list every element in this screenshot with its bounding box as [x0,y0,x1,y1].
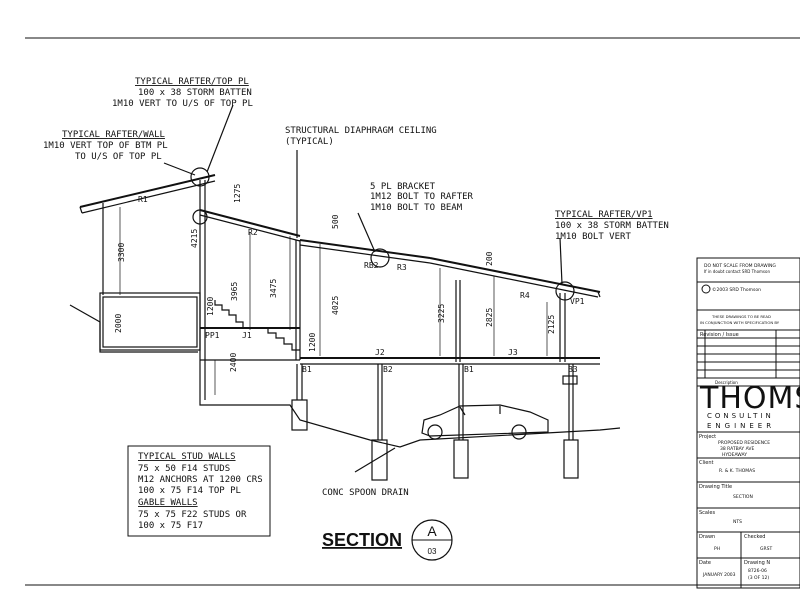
member-pp1: PP1 [205,331,220,340]
title-block [696,257,800,589]
dim-1200-upper: 1200 [206,297,215,316]
tb-revision-label: Revision / Issue [700,332,739,338]
tb-project-line2: 38 RATBAY AVE [720,446,754,452]
member-r3: R3 [397,263,407,272]
tb-description-label: Description [715,380,738,385]
member-vp1: VP1 [570,297,585,306]
bracket-line2: 1M12 BOLT TO RAFTER [370,192,474,202]
tb-copyright: ©2003 SRD Thomson [712,286,761,293]
member-b2: B2 [383,365,393,374]
dim-2400: 2400 [229,353,238,372]
section-mark: SECTION A 03 [322,519,453,561]
tb-project-label: Project [699,434,716,440]
member-b3: B3 [568,365,578,374]
rafter-top-line1: 100 x 38 STORM BATTEN [138,88,252,98]
stud-walls-line1: 75 x 50 F14 STUDS [138,464,230,474]
tb-project-line1: PROPOSED RESIDENCE [718,440,770,446]
member-r1: R1 [138,195,148,204]
tb-notice-line1: DO NOT SCALE FROM DRAWING [704,263,776,269]
tb-date-label: Date [699,560,711,566]
member-labels: R1 R2 R3 R4 RB2 VP1 PP1 J1 J2 J3 B1 B2 B… [138,195,585,374]
tb-company-sub2: ENGINEER [707,422,775,430]
dim-200: 200 [485,251,494,266]
dim-2000: 2000 [114,314,123,333]
dim-1275: 1275 [233,184,242,203]
tb-scales-label: Scales [699,510,715,516]
gable-walls-line1: 75 x 75 F22 STUDS OR [138,510,247,520]
notes-box: TYPICAL STUD WALLS 75 x 50 F14 STUDS M12… [127,445,271,537]
member-j1: J1 [242,331,252,340]
tb-project-line3: HYDEAWAY [722,452,747,458]
dim-1200-lower: 1200 [308,333,317,352]
member-j3: J3 [508,348,518,357]
section-letter: A [427,523,437,539]
tb-drawing-no-label: Drawing N [744,560,770,566]
tb-date-value: JANUARY 2003 [702,572,736,578]
bracket-line3: 1M10 BOLT TO BEAM [370,203,463,213]
rafter-wall-line1: 1M10 VERT TOP OF BTM PL [43,141,168,151]
rafter-vp1-title: TYPICAL RAFTER/VP1 [555,210,653,220]
tb-note-line1: THESE DRAWINGS TO BE READ [711,314,771,319]
dim-2825: 2825 [485,308,494,327]
member-rb2: RB2 [364,261,379,270]
member-b1-left: B1 [302,365,312,374]
stud-walls-line3: 100 x 75 F14 TOP PL [138,486,241,496]
member-j2: J2 [375,348,385,357]
tb-drawing-title-label: Drawing Title [699,484,732,490]
rafter-wall-title: TYPICAL RAFTER/WALL [62,130,165,140]
dim-3475: 3475 [269,279,278,298]
dim-2125: 2125 [547,315,556,334]
rafter-top-title: TYPICAL RAFTER/TOP PL [135,77,249,87]
diaphragm-line2: (TYPICAL) [285,137,334,147]
dim-3225: 3225 [437,304,446,323]
dim-3300: 3300 [117,243,126,262]
tb-company-name: THOMSO [699,381,800,416]
member-r2: R2 [248,228,258,237]
rafter-vp1-line1: 100 x 38 STORM BATTEN [555,221,669,231]
dim-4215: 4215 [190,229,199,248]
bracket-line1: 5 PL BRACKET [370,182,436,192]
dim-3965: 3965 [230,282,239,301]
rafter-wall-line2: TO U/S OF TOP PL [75,152,162,162]
tb-company-sub1: CONSULTIN [707,412,774,420]
tb-drawn-value: PH [714,546,720,552]
diaphragm-line1: STRUCTURAL DIAPHRAGM CEILING [285,126,437,136]
stud-walls-line2: M12 ANCHORS AT 1200 CRS [138,475,263,485]
tb-drawing-title-value: SECTION [733,494,753,500]
tb-scales-value: NTS [733,519,742,525]
title-block-text: DO NOT SCALE FROM DRAWING If in doubt co… [699,263,800,581]
tb-notice-line2: If in doubt contact SRD Thomson [704,269,770,274]
section-sheet-number: 03 [428,547,437,556]
tb-drawing-no-value: 8726-06 [748,568,767,574]
rafter-vp1-line2: 1M10 BOLT VERT [555,232,631,242]
annotations: TYPICAL RAFTER/TOP PL 100 x 38 STORM BAT… [43,77,669,498]
member-b1-right: B1 [464,365,474,374]
building-section [69,104,621,481]
tb-client-value: R. & K. THOMAS [719,468,755,474]
dimension-labels: 1275 4215 3300 3965 3475 500 200 4025 32… [114,184,556,372]
stud-walls-title: TYPICAL STUD WALLS [138,452,236,462]
dim-4025: 4025 [331,296,340,315]
tb-checked-value: GRST [760,546,772,552]
spoon-drain-label: CONC SPOON DRAIN [322,488,409,498]
gable-walls-title: GABLE WALLS [138,498,198,508]
tb-checked-label: Checked [744,534,765,540]
member-r4: R4 [520,291,530,300]
rafter-top-line2: 1M10 VERT TO U/S OF TOP PL [112,99,253,109]
section-title: SECTION [322,530,402,550]
tb-client-label: Client [699,460,714,466]
tb-sheet-value: (3 OF 12) [748,575,769,581]
dim-500: 500 [331,214,340,229]
gable-walls-line2: 100 x 75 F17 [138,521,203,531]
tb-drawn-label: Drawn [699,534,715,540]
tb-note-line2: IN CONJUNCTION WITH SPECIFICATION BY [700,320,780,325]
